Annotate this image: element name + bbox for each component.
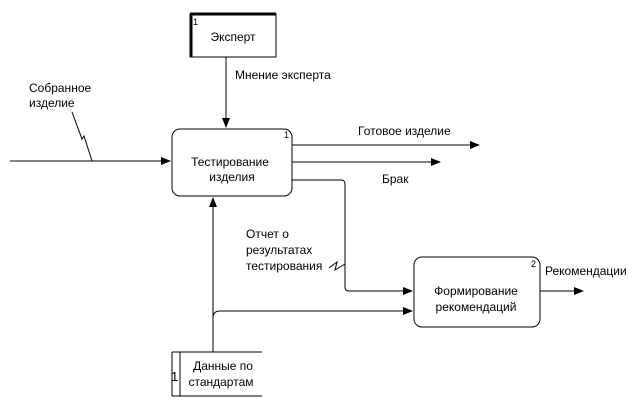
process-recommendations[interactable]: 2 Формирование рекомендаций xyxy=(413,256,541,328)
process-testing-label-line-2: изделия xyxy=(209,170,254,184)
assembled-product-label-line-1: Собранное xyxy=(29,81,91,95)
arrow-expert-opinion[interactable]: Мнение эксперта xyxy=(222,57,331,128)
assembled-product-label-line-2: изделие xyxy=(29,96,75,110)
test-report-label-line-3: тестирования xyxy=(246,259,322,273)
arrow-standards-data[interactable] xyxy=(209,197,413,352)
data-store-standards[interactable]: 1 Данные по стандартам xyxy=(171,351,262,397)
finished-product-label: Готовое изделие xyxy=(358,124,451,138)
expert-number: 1 xyxy=(193,17,198,27)
recommendations-out-label: Рекомендации xyxy=(545,264,627,278)
test-report-label-line-2: результатах xyxy=(246,243,312,257)
process-testing-label-line-1: Тестирование xyxy=(191,155,269,169)
data-store-label-line-1: Данные по xyxy=(193,359,253,373)
process-recommendations-label-line-1: Формирование xyxy=(434,284,518,298)
arrow-recommendations-out[interactable]: Рекомендации xyxy=(540,264,627,295)
arrow-test-report[interactable]: Отчет о результатах тестирования xyxy=(246,179,413,295)
process-testing-number: 1 xyxy=(284,130,289,140)
arrow-defect[interactable]: Брак xyxy=(292,158,441,186)
data-store-label-line-2: стандартам xyxy=(188,375,253,389)
expert-label: Эксперт xyxy=(210,30,256,44)
external-entity-expert[interactable]: 1 Эксперт xyxy=(189,12,277,58)
data-store-number: 1 xyxy=(171,369,178,384)
expert-opinion-label: Мнение эксперта xyxy=(235,68,331,82)
test-report-label-line-1: Отчет о xyxy=(246,227,289,241)
process-recommendations-label-line-2: рекомендаций xyxy=(436,300,517,314)
arrow-finished-product[interactable]: Готовое изделие xyxy=(292,124,480,149)
process-recommendations-number: 2 xyxy=(531,259,536,269)
defect-label: Брак xyxy=(382,172,409,186)
process-testing[interactable]: 1 Тестирование изделия xyxy=(171,128,293,197)
arrow-assembled-product[interactable]: Собранное изделие xyxy=(10,81,171,165)
